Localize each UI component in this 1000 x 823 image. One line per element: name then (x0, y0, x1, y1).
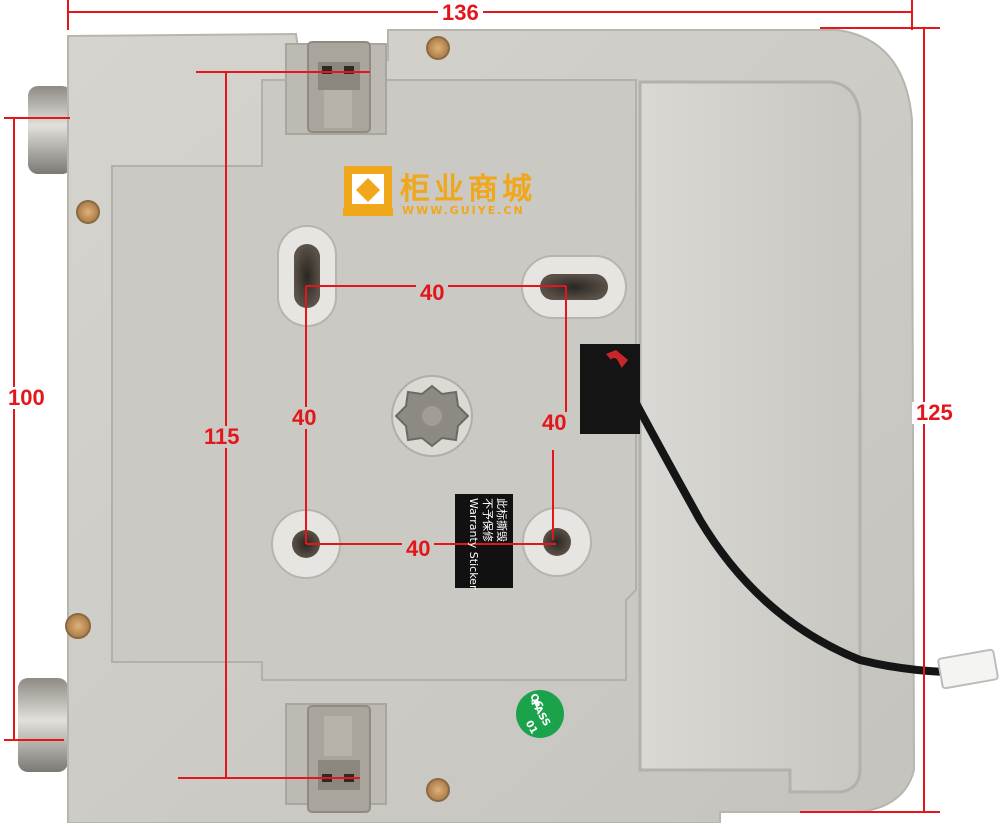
dim-slot-bottom: 40 (402, 538, 435, 560)
dim-slot-right: 40 (538, 412, 571, 434)
frame-hole-bottom (426, 778, 450, 802)
right-bezel (638, 80, 862, 794)
dim-slot-left: 40 (288, 407, 321, 429)
dim-inner-height: 115 (200, 426, 244, 448)
sticker-line-1: 此标撕毁 (495, 498, 508, 542)
bolt-cylinder-top (28, 86, 72, 174)
frame-hole-left-bottom (65, 613, 91, 639)
dim-right-height: 125 (912, 402, 957, 424)
dim-top-width: 136 (438, 2, 483, 24)
slot-bottom-right (522, 507, 592, 577)
latch-bottom (285, 703, 387, 813)
dim-slot-top: 40 (416, 282, 449, 304)
frame-hole-left-top (76, 200, 100, 224)
watermark-logo (343, 166, 393, 216)
qc-badge (516, 690, 564, 738)
frame-hole-top (426, 36, 450, 60)
slot-top-right (521, 255, 627, 319)
dim-left-height: 100 (4, 387, 49, 409)
watermark-brand: 柜业商城 (400, 172, 536, 207)
gear-hub (391, 375, 473, 457)
sticker-line-2: 不予保修 (481, 498, 494, 542)
cable-plug (937, 648, 999, 690)
watermark-url: WWW.GUIYE.CN (402, 204, 525, 217)
warranty-sticker (455, 494, 513, 588)
bolt-cylinder-bottom (18, 678, 68, 772)
latch-top (285, 41, 387, 135)
sticker-line-3: Warranty Sticker (467, 498, 480, 590)
